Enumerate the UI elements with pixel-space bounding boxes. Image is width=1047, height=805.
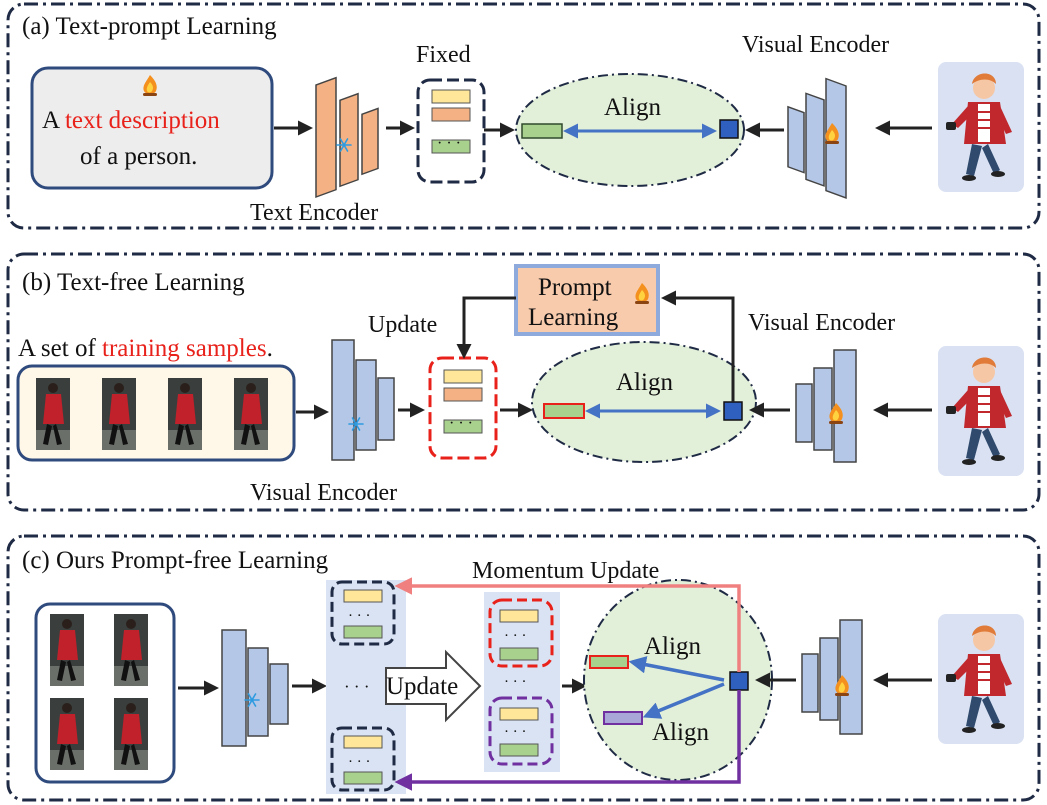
pedestrian-image bbox=[50, 698, 84, 770]
memory-slot-bottom bbox=[330, 726, 396, 792]
memory-feature bbox=[343, 589, 383, 603]
align-label-b: Align bbox=[616, 369, 673, 396]
pedestrian-image bbox=[102, 378, 136, 450]
visual-feature-c bbox=[729, 671, 749, 691]
panel-a-border bbox=[6, 2, 1041, 230]
prompt-learning-line1: Prompt bbox=[538, 274, 612, 301]
visual-encoder-block-c2 bbox=[801, 619, 863, 735]
pedestrian-image bbox=[114, 698, 148, 770]
memory-slot-top bbox=[330, 580, 396, 646]
prototype-dots-top: · · · bbox=[504, 628, 527, 644]
memory-feature bbox=[343, 735, 383, 749]
fixed-feature-box bbox=[416, 78, 486, 184]
prototype-slot-red bbox=[488, 598, 554, 668]
pedestrian-image bbox=[36, 378, 70, 450]
person-image bbox=[937, 345, 1025, 477]
visual-encoder-label-top: Visual Encoder bbox=[748, 310, 895, 336]
training-samples-caption: A set of training samples. bbox=[18, 335, 273, 362]
panel-b-border bbox=[6, 252, 1041, 512]
person-image bbox=[937, 61, 1025, 193]
prototype-feature bbox=[499, 707, 539, 721]
feature-dots: · · · bbox=[437, 135, 461, 152]
training-samples-box bbox=[16, 364, 296, 462]
prototype-feature bbox=[499, 647, 539, 661]
panel-c-title: (c) Ours Prompt-free Learning bbox=[22, 547, 329, 574]
momentum-update-line-red bbox=[394, 577, 741, 672]
update-label-b: Update bbox=[368, 312, 437, 338]
text-box-line1: A text description bbox=[42, 107, 220, 134]
arrow-prompt-learning-to-prompts bbox=[456, 296, 516, 359]
memory-feature bbox=[343, 625, 383, 639]
momentum-update-label: Momentum Update bbox=[472, 558, 659, 584]
momentum-update-line-purple bbox=[394, 690, 741, 791]
prototype-feature bbox=[499, 743, 539, 757]
panel-c: (c) Ours Prompt-free Learning · · · · · … bbox=[6, 534, 1041, 802]
align-arrow-bottom-c bbox=[642, 682, 725, 719]
prototype-feature-red bbox=[589, 655, 629, 669]
arrow-feature-to-prompt-learning bbox=[661, 290, 735, 402]
visual-encoder-label: Visual Encoder bbox=[742, 32, 889, 58]
align-label-top-c: Align bbox=[644, 633, 701, 660]
panel-c-border bbox=[6, 534, 1041, 802]
pedestrian-image bbox=[234, 378, 268, 450]
fixed-label: Fixed bbox=[416, 42, 471, 68]
align-label-bottom-c: Align bbox=[652, 719, 709, 746]
prototype-dots-bottom: · · · bbox=[504, 724, 527, 740]
panel-a: (a) Text-prompt Learning A text descript… bbox=[6, 2, 1041, 230]
text-feature bbox=[521, 123, 563, 139]
prompt-learning-line2: Learning bbox=[528, 304, 619, 331]
pedestrian-image bbox=[114, 614, 148, 686]
text-encoder-label: Text Encoder bbox=[250, 200, 378, 226]
prototype-slot-purple bbox=[488, 696, 554, 766]
memory-dots-middle: · · · bbox=[344, 677, 369, 696]
prompt-learning-box bbox=[514, 264, 660, 336]
pedestrian-image bbox=[168, 378, 202, 450]
align-space-b bbox=[531, 341, 757, 463]
pedestrian-image bbox=[50, 614, 84, 686]
visual-encoder-block-c bbox=[221, 629, 289, 747]
visual-encoder-label-bottom: Visual Encoder bbox=[250, 480, 397, 506]
visual-encoder-block-b bbox=[331, 339, 395, 461]
text-encoder-block bbox=[315, 76, 379, 199]
prompt-dots: · · · bbox=[449, 415, 473, 432]
memory-dots-top: · · · bbox=[348, 608, 371, 624]
panel-a-title: (a) Text-prompt Learning bbox=[22, 13, 277, 40]
update-arrow bbox=[385, 649, 482, 723]
update-label-c: Update bbox=[386, 673, 458, 700]
visual-feature bbox=[719, 119, 739, 139]
align-arrow-top-c bbox=[628, 656, 725, 682]
person-image bbox=[937, 613, 1025, 745]
prototype-dots-middle: · · · bbox=[504, 674, 527, 690]
panel-b-title: (b) Text-free Learning bbox=[22, 269, 245, 296]
visual-feature-b bbox=[723, 401, 743, 421]
visual-encoder-block-b2 bbox=[795, 349, 857, 463]
text-box-line2: of a person. bbox=[80, 143, 197, 170]
memory-feature bbox=[343, 771, 383, 785]
prototype-feature bbox=[499, 609, 539, 623]
align-label: Align bbox=[604, 94, 661, 121]
prompt-feature bbox=[543, 403, 585, 419]
memory-dots-bottom: · · · bbox=[348, 754, 371, 770]
prototype-feature-purple bbox=[603, 711, 643, 725]
panel-b: (b) Text-free Learning A set of training… bbox=[6, 252, 1041, 512]
text-description-box bbox=[30, 66, 274, 190]
